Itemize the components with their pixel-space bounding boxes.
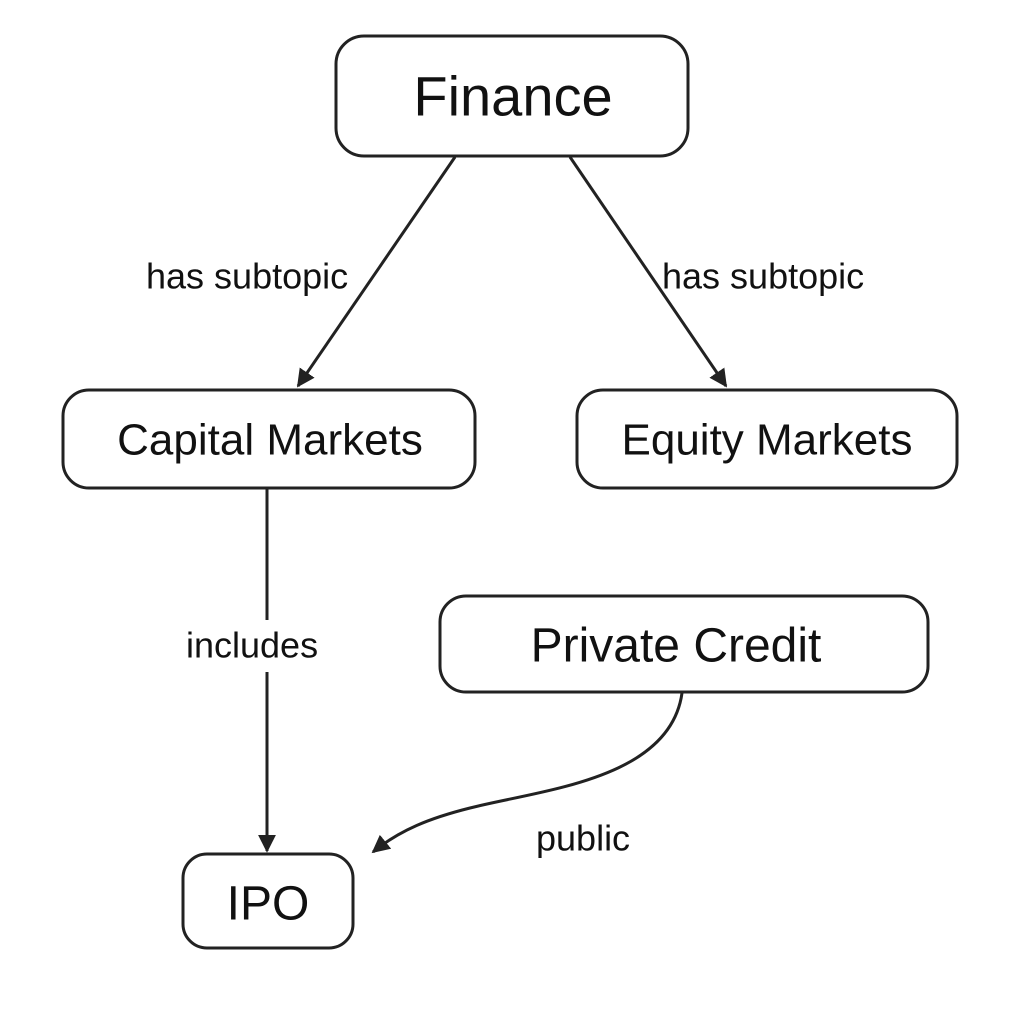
edge-finance-to-capital-markets: has subtopic bbox=[146, 156, 457, 388]
edge-label-public: public bbox=[536, 818, 630, 859]
edge-label-has-subtopic-left: has subtopic bbox=[146, 256, 348, 297]
node-box bbox=[61, 388, 477, 490]
node-label-capital-markets: Capital Markets bbox=[117, 416, 423, 465]
node-private-credit[interactable]: Private Credit bbox=[438, 594, 930, 694]
edge-label-background bbox=[180, 620, 354, 672]
edge-line bbox=[296, 156, 457, 388]
node-box bbox=[181, 852, 355, 950]
node-box bbox=[334, 34, 690, 158]
edge-capital-markets-to-ipo: includes bbox=[180, 489, 354, 853]
node-label-equity-markets: Equity Markets bbox=[622, 416, 913, 465]
edge-line bbox=[568, 156, 728, 388]
edge-curve bbox=[371, 692, 684, 854]
edge-finance-to-equity-markets: has subtopic bbox=[568, 156, 864, 388]
node-label-private-credit: Private Credit bbox=[531, 620, 822, 673]
node-capital-markets[interactable]: Capital Markets bbox=[61, 388, 477, 490]
node-box bbox=[575, 388, 959, 490]
node-box bbox=[438, 594, 930, 694]
node-label-ipo: IPO bbox=[227, 878, 310, 931]
node-ipo[interactable]: IPO bbox=[181, 852, 355, 950]
node-finance[interactable]: Finance bbox=[334, 34, 690, 158]
node-label-finance: Finance bbox=[413, 65, 612, 128]
edge-private-credit-to-ipo: public bbox=[371, 692, 684, 859]
node-equity-markets[interactable]: Equity Markets bbox=[575, 388, 959, 490]
edge-label-includes: includes bbox=[186, 625, 318, 666]
edge-label-has-subtopic-right: has subtopic bbox=[662, 256, 864, 297]
